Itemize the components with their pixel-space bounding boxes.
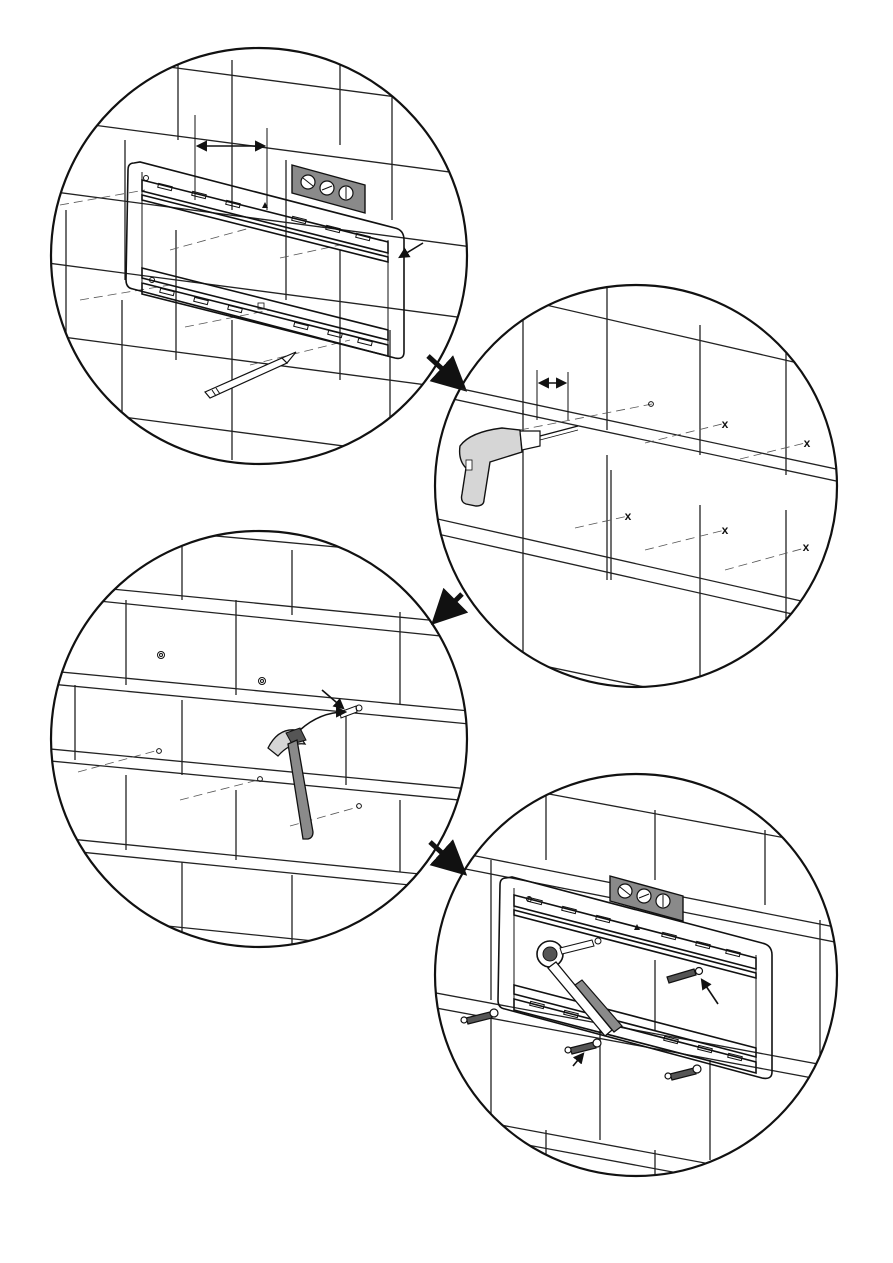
drill-mark: x <box>722 417 729 431</box>
pencil-icon <box>205 352 296 398</box>
drill-mark: x <box>722 523 729 537</box>
spirit-level-icon <box>292 165 365 213</box>
drill-icon <box>460 426 578 506</box>
step-2-wall-tiles: x x x x x <box>420 276 850 730</box>
wall-anchor-icon <box>157 652 362 809</box>
step-2-panel: x x x x x <box>420 276 850 730</box>
drill-mark: x <box>804 436 811 450</box>
motion-arrow <box>300 712 345 730</box>
step-arrow-icon <box>430 842 462 871</box>
step-4-wall-tiles <box>420 770 850 1205</box>
spirit-level-icon <box>610 876 683 921</box>
drill-mark: x <box>803 540 810 554</box>
step-4-panel <box>420 770 850 1205</box>
step-3-panel <box>40 520 480 958</box>
drill-mark: x <box>625 509 632 523</box>
step-arrow-icon <box>436 594 462 620</box>
step-1-wall-tiles <box>40 40 480 470</box>
callout-arrow <box>702 980 718 1004</box>
drill-marks: x x x x x <box>625 417 811 554</box>
step-1-panel <box>40 40 480 470</box>
step-2-dimension <box>537 370 568 420</box>
step-2-frame <box>435 285 837 687</box>
step-3-wall-tiles <box>40 520 480 958</box>
callout-arrow <box>573 1054 583 1066</box>
step-4-frame <box>435 774 837 1176</box>
